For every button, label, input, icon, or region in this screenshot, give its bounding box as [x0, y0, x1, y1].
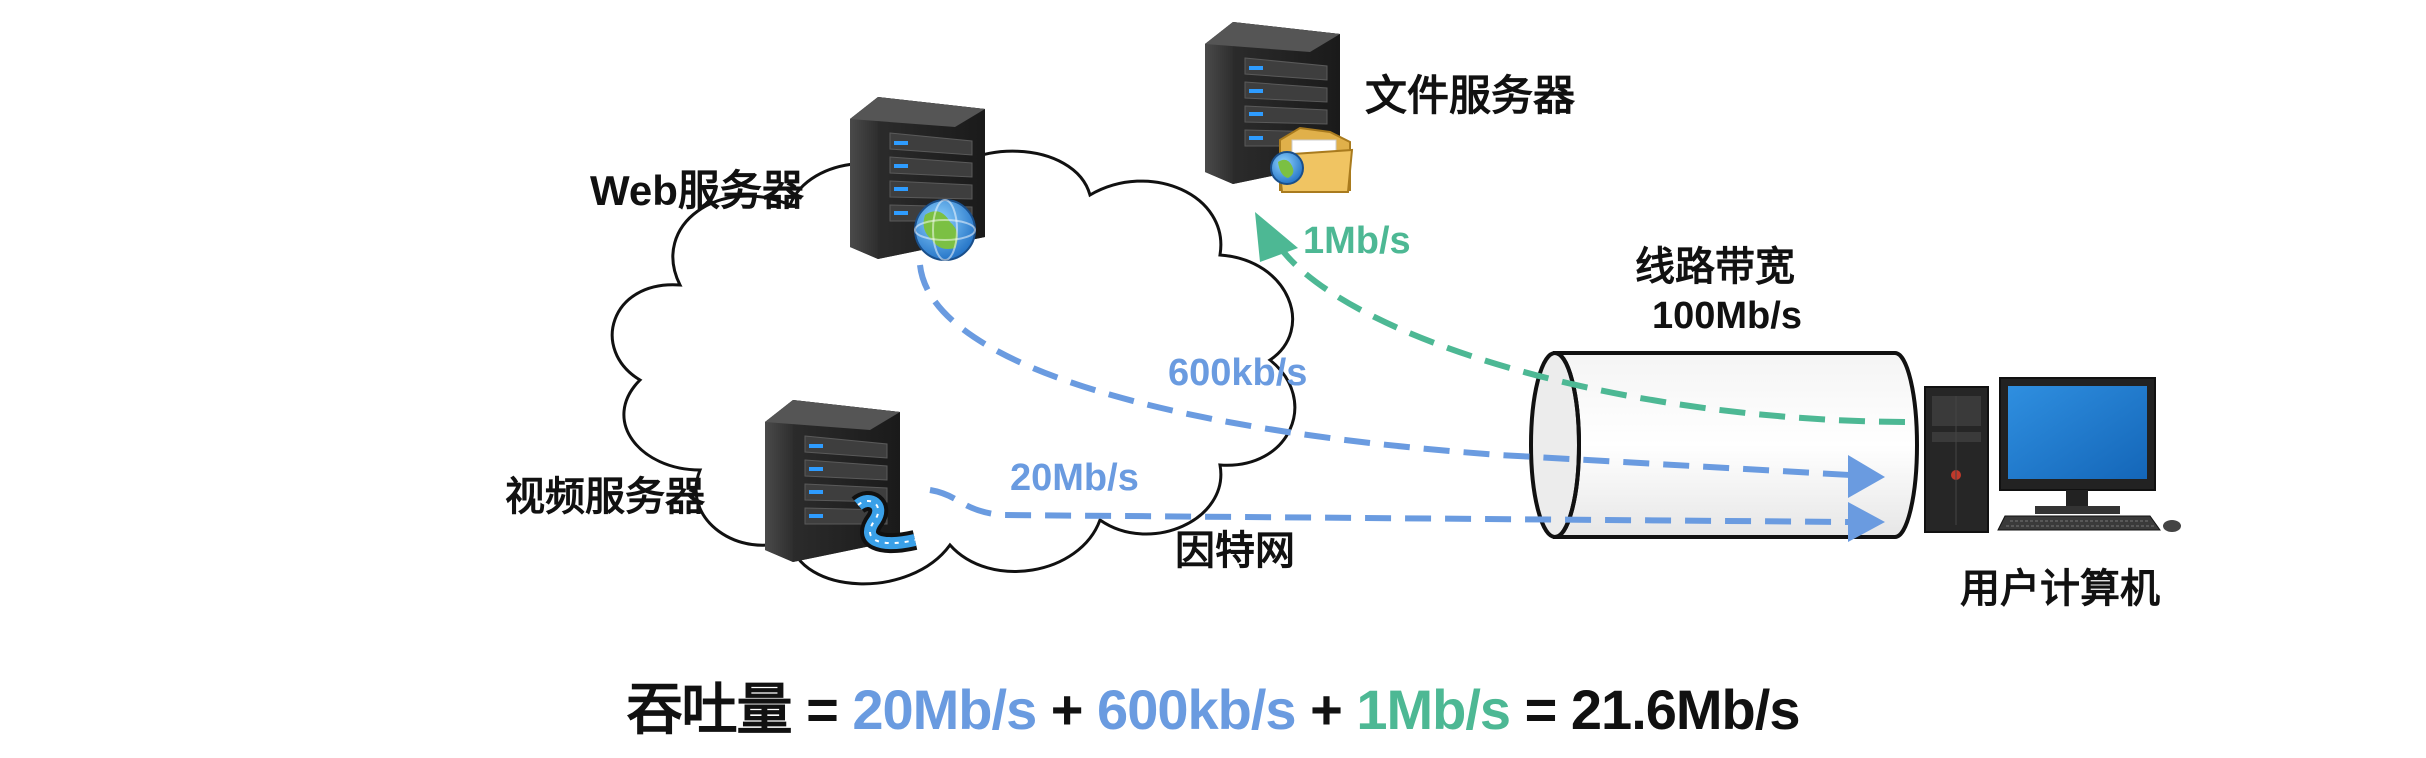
film-icon [851, 491, 918, 553]
formula-result: 21.6Mb/s [1570, 678, 1801, 741]
label-file-server: 文件服务器 [1365, 72, 1576, 119]
label-internet: 因特网 [1175, 529, 1295, 573]
formula-eq2: = [1510, 678, 1571, 741]
label-video-server: 视频服务器 [505, 475, 706, 519]
globe-icon [914, 199, 976, 261]
arrowhead-video [1848, 502, 1885, 542]
formula-term-file: 1Mb/s [1356, 678, 1511, 741]
formula-term-web: 600kb/s [1097, 678, 1296, 741]
formula-prefix: 吞吐量 [626, 678, 793, 741]
formula-plus2: + [1295, 678, 1357, 741]
flow-video [929, 487, 1851, 525]
formula-plus1: + [1036, 678, 1098, 741]
formula-eq1: = [791, 678, 853, 741]
rate-file: 1Mb/s [1303, 220, 1411, 262]
desktop-computer-icon [1924, 377, 2181, 533]
label-user-computer: 用户计算机 [1960, 567, 2160, 611]
arrowhead-file [1255, 212, 1298, 262]
label-link-title: 线路带宽 [1635, 245, 1795, 289]
flow-file [1272, 238, 1906, 425]
label-web-server: Web服务器 [590, 167, 805, 214]
rate-web: 600kb/s [1168, 352, 1307, 394]
flow-web [917, 264, 1851, 478]
arrowhead-web [1848, 455, 1885, 498]
throughput-formula: 吞吐量 = 20Mb/s + 600kb/s + 1Mb/s = 21.6Mb/… [0, 665, 2426, 746]
folder-icon [1270, 126, 1354, 193]
label-link-bandwidth: 100Mb/s [1652, 295, 1802, 337]
formula-term-video: 20Mb/s [852, 678, 1037, 741]
rate-video: 20Mb/s [1010, 457, 1139, 499]
